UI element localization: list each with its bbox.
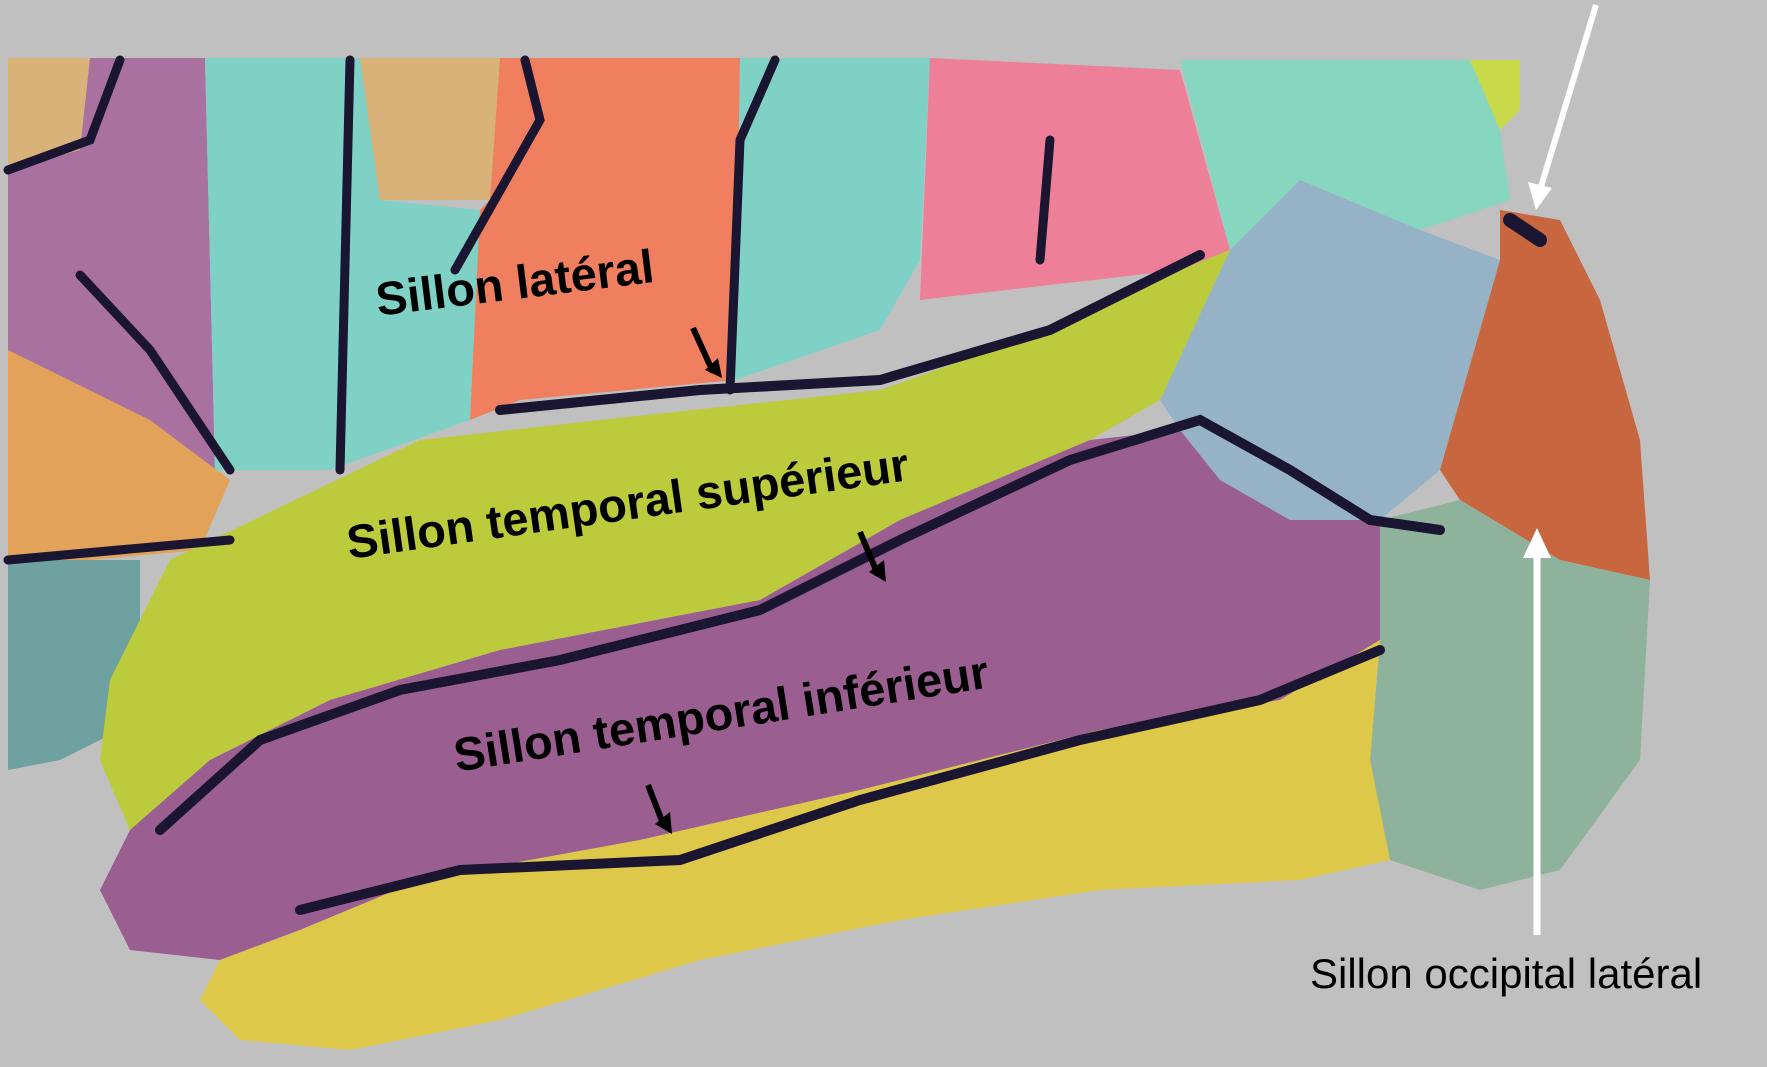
lateral-occipital-sulcus-label: Sillon occipital latéral [1310, 950, 1702, 998]
supramarginal-gyrus-teal [735, 58, 930, 380]
postcentral-gyrus [470, 58, 740, 420]
intraoccipital-sulcus-arrow [1528, 5, 1596, 210]
central-gyrus-tan [360, 58, 500, 200]
